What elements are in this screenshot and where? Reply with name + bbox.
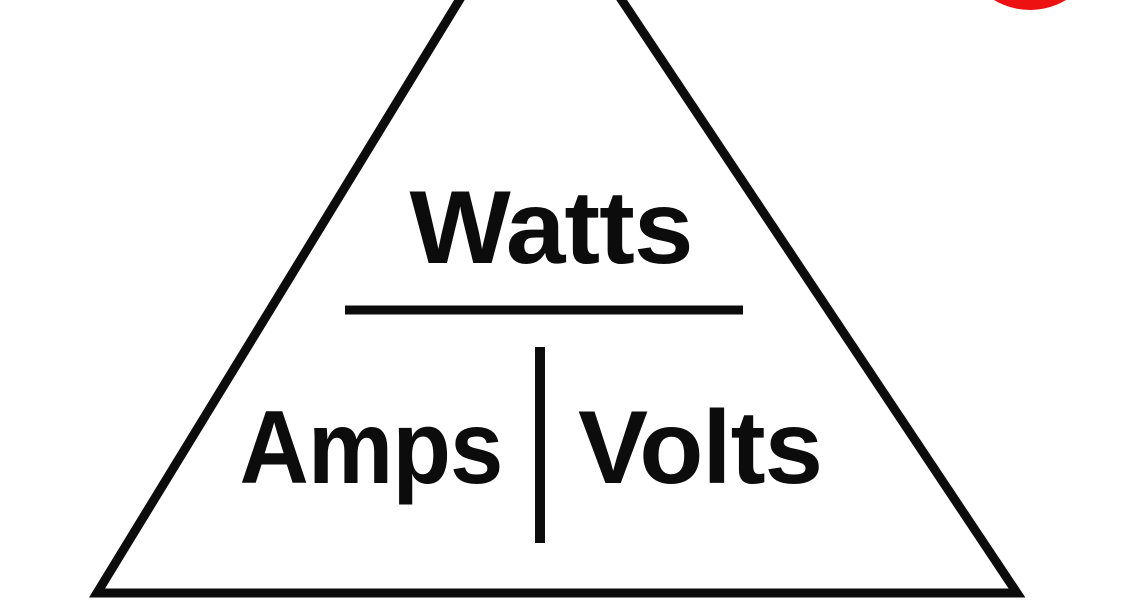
volts-label: Volts [578, 390, 822, 506]
watts-label: Watts [410, 170, 693, 286]
triangle-outline [88, 0, 1026, 598]
amps-label: Amps [240, 390, 503, 506]
red-dot-badge [993, 0, 1067, 10]
